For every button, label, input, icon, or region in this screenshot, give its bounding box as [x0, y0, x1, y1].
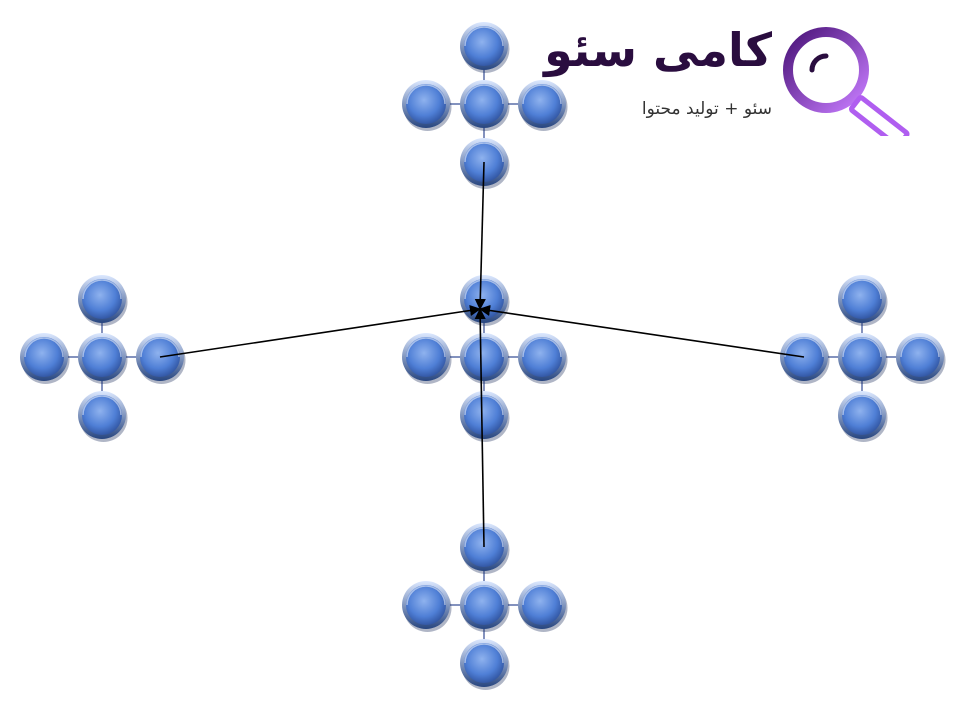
logo-title: کامی سئو [544, 23, 772, 77]
node-top-c [460, 80, 510, 131]
magnifier-icon [783, 27, 910, 136]
node-left-s [78, 391, 128, 442]
node-bottom-e [518, 581, 568, 632]
node-center-s [460, 391, 510, 442]
arrow-links [159, 161, 805, 548]
node-bottom-s [460, 639, 510, 690]
node-bottom-c [460, 581, 510, 632]
logo-subtitle: سئو + تولید محتوا [641, 99, 772, 119]
node-right-w [780, 333, 830, 384]
arrow-bottom-n-to-center-n [474, 307, 486, 548]
arrow-top-s-to-center-n [474, 161, 486, 311]
node-left-n [78, 275, 128, 326]
node-right-n [838, 275, 888, 326]
node-bottom-w [402, 581, 452, 632]
node-left-e [136, 333, 186, 384]
node-center-n [460, 275, 510, 326]
node-right-s [838, 391, 888, 442]
node-top-w [402, 80, 452, 131]
arrow-left-e-to-center-n [159, 304, 482, 358]
node-top-e [518, 80, 568, 131]
node-left-c [78, 333, 128, 384]
node-left-w [20, 333, 70, 384]
node-top-n [460, 22, 510, 73]
logo: کامی سئو سئو + تولید محتوا [544, 18, 932, 136]
node-center-c [460, 333, 510, 384]
arrow-right-w-to-center-n [478, 304, 805, 358]
node-right-e [896, 333, 946, 384]
node-right-c [838, 333, 888, 384]
node-center-w [402, 333, 452, 384]
node-bottom-n [460, 523, 510, 574]
node-center-e [518, 333, 568, 384]
